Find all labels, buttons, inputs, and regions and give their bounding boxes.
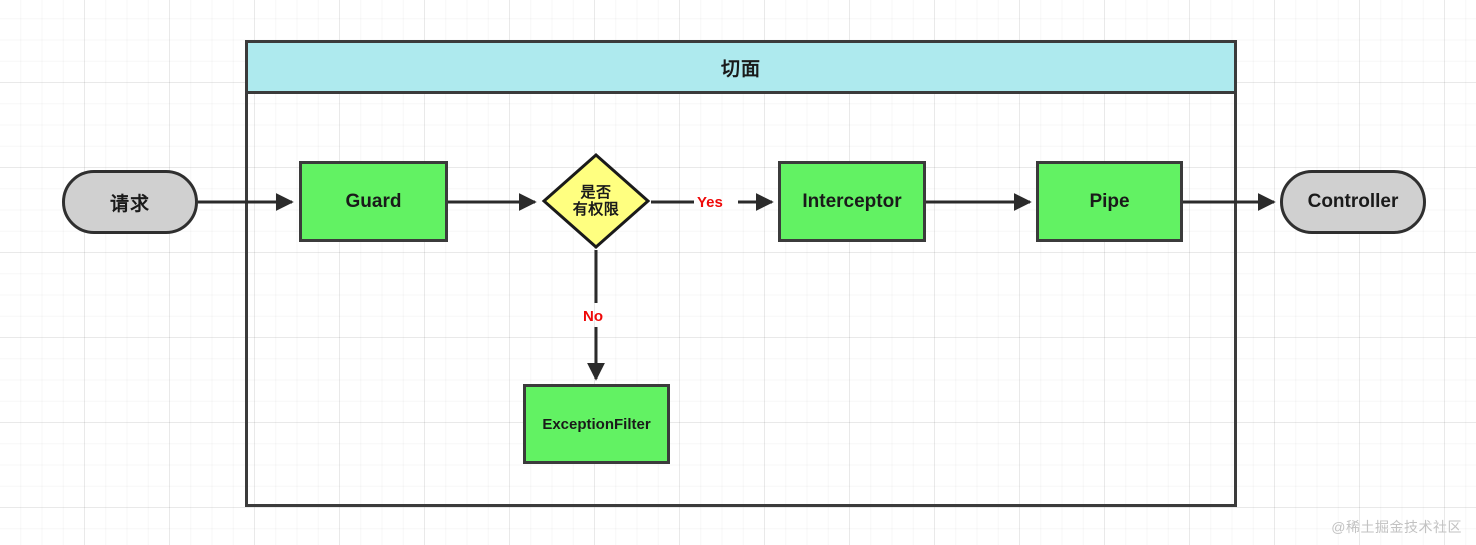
- node-decision-label: 是否 有权限: [541, 152, 651, 250]
- node-interceptor-label: Interceptor: [802, 190, 902, 212]
- node-pipe-label: Pipe: [1089, 190, 1130, 212]
- node-controller-label: Controller: [1307, 191, 1399, 212]
- watermark: @稀土掘金技术社区: [1331, 519, 1462, 535]
- node-interceptor[interactable]: Interceptor: [778, 161, 926, 242]
- node-guard-label: Guard: [345, 190, 402, 212]
- node-decision[interactable]: 是否 有权限: [541, 152, 651, 250]
- node-pipe[interactable]: Pipe: [1036, 161, 1183, 242]
- node-decision-label-line1: 是否: [580, 183, 612, 201]
- diamond-shape: [541, 152, 651, 250]
- node-exception-filter-label: ExceptionFilter: [542, 415, 651, 433]
- aspect-header: 切面: [245, 40, 1237, 94]
- node-decision-label-line2: 有权限: [572, 201, 620, 218]
- edge-label-no: No: [583, 308, 603, 325]
- node-guard[interactable]: Guard: [299, 161, 448, 242]
- node-exception-filter[interactable]: ExceptionFilter: [523, 384, 670, 464]
- node-request[interactable]: 请求: [62, 170, 198, 234]
- node-request-label: 请求: [109, 193, 150, 215]
- aspect-container: [245, 40, 1237, 507]
- edge-label-yes: Yes: [697, 194, 723, 211]
- aspect-header-label: 切面: [720, 58, 761, 80]
- node-controller[interactable]: Controller: [1280, 170, 1426, 234]
